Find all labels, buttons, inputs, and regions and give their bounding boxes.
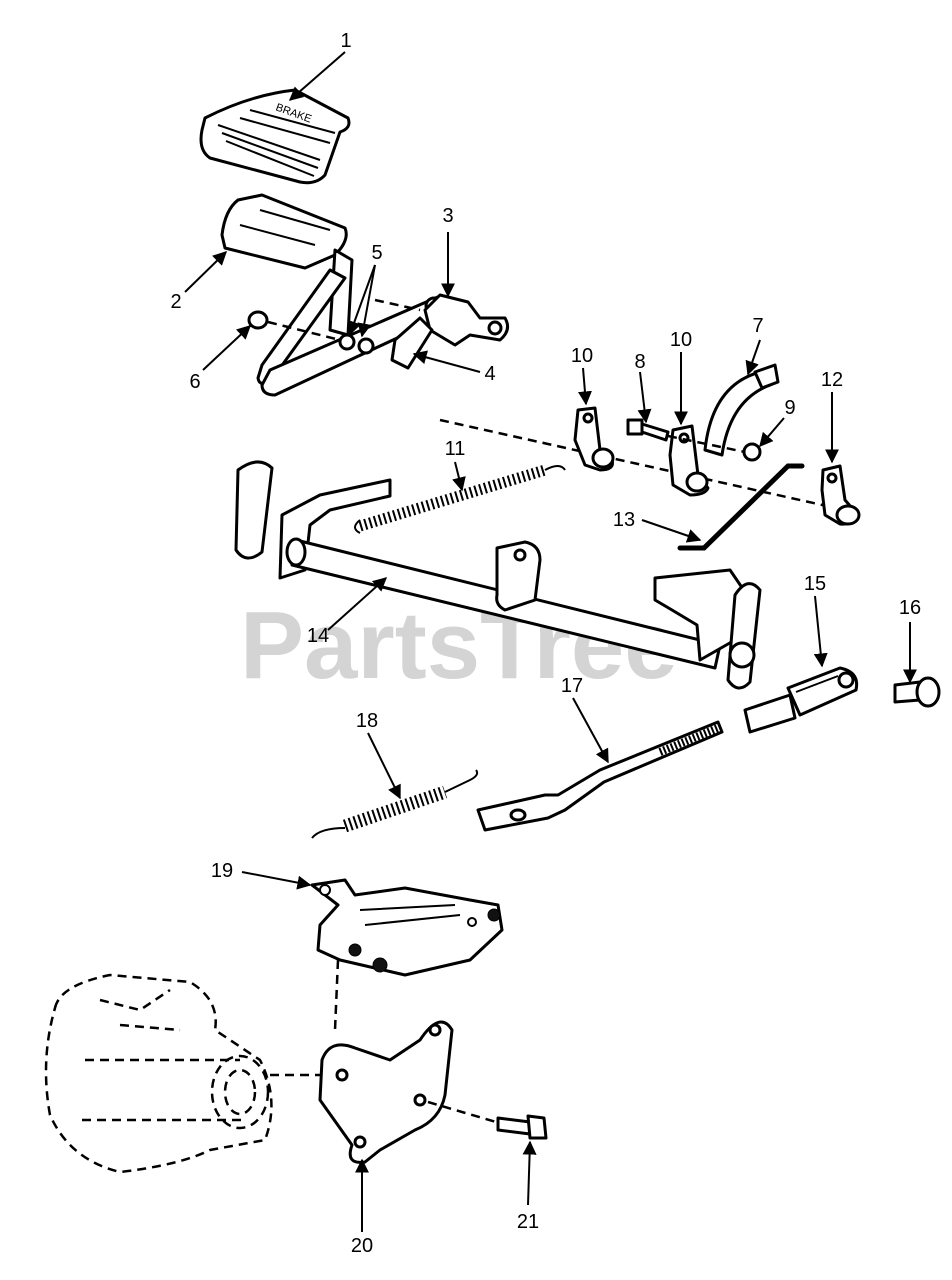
callout-1: 1 <box>340 30 351 52</box>
part-8-bolt <box>626 418 670 442</box>
part-18-spring <box>311 769 479 839</box>
part-21-bolt <box>496 1114 548 1140</box>
callout-19: 19 <box>211 860 233 882</box>
part-5-nuts <box>338 333 375 355</box>
part-16-clevis-pin <box>893 676 941 708</box>
callout-10-left: 10 <box>571 345 593 367</box>
axle-housing-reference <box>44 973 320 1174</box>
callout-13: 13 <box>613 509 635 531</box>
leader-lines <box>184 51 917 1232</box>
callout-7: 7 <box>752 315 763 337</box>
part-20-mounting-plate <box>318 1020 454 1164</box>
part-3-bracket <box>390 293 510 370</box>
callout-21: 21 <box>517 1211 539 1233</box>
callout-16: 16 <box>899 597 921 619</box>
part-15-yoke <box>743 666 859 734</box>
callout-4: 4 <box>484 363 495 385</box>
part-6-nut <box>247 310 269 330</box>
part-9-nut <box>742 442 762 462</box>
part-14-cross-shaft <box>234 460 762 690</box>
watermark-text: PartsTree <box>240 592 678 699</box>
part-19-brake-caliper <box>310 878 504 977</box>
callout-18: 18 <box>356 710 378 732</box>
part-13-rod <box>677 463 805 551</box>
part-11-spring <box>354 464 566 534</box>
part-10-lever-right <box>668 424 710 497</box>
part-17-threaded-rod <box>476 720 724 832</box>
part-12-lever <box>820 464 861 526</box>
callout-3: 3 <box>442 205 453 227</box>
callout-6: 6 <box>189 371 200 393</box>
part-7-curved-bracket <box>703 363 780 457</box>
part-10-lever-left <box>573 406 615 472</box>
callout-14: 14 <box>307 625 329 647</box>
part-1-pedal-pad: BRAKE <box>199 88 351 185</box>
callout-9: 9 <box>784 397 795 419</box>
callout-15: 15 <box>804 573 826 595</box>
callout-8: 8 <box>634 351 645 373</box>
callout-5: 5 <box>371 242 382 264</box>
callout-17: 17 <box>561 675 583 697</box>
callout-2: 2 <box>170 291 181 313</box>
callout-11: 11 <box>445 438 466 460</box>
callout-20: 20 <box>351 1235 373 1257</box>
callout-12: 12 <box>821 369 843 391</box>
callout-10-right: 10 <box>670 329 692 351</box>
